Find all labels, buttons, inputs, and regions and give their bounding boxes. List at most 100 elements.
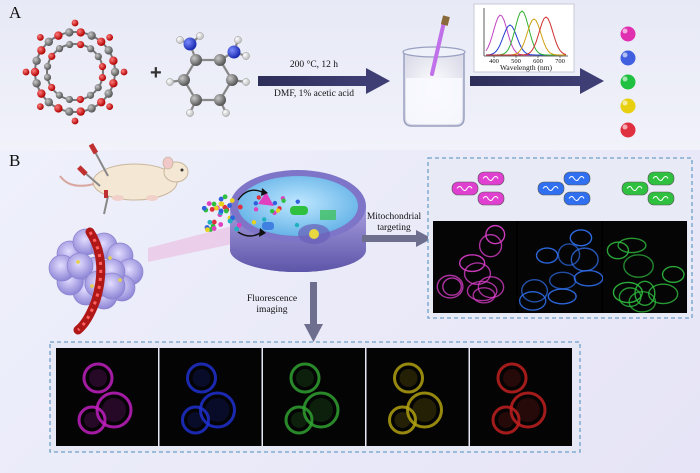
mito-cell <box>569 229 593 247</box>
atom <box>86 91 95 99</box>
atom <box>71 19 79 27</box>
cell-image-panel <box>159 348 262 446</box>
carbon-dot-colors <box>620 26 636 138</box>
mito-cell <box>436 274 464 299</box>
spectrum-curve <box>486 16 567 56</box>
atom <box>43 73 52 81</box>
carbon-dot <box>620 74 636 90</box>
atom <box>94 52 102 61</box>
atom <box>104 46 113 55</box>
carbon-dot <box>620 122 636 138</box>
cell-outline <box>302 391 340 429</box>
cell-outline <box>388 405 417 435</box>
cell-outline <box>82 362 114 394</box>
atom <box>22 68 30 76</box>
mitochondrion-icon <box>477 171 505 186</box>
atom <box>37 89 46 98</box>
mitochondrion-icon <box>647 191 675 206</box>
spectrum-tick-label: 600 <box>533 58 543 65</box>
mito-cell <box>617 237 647 254</box>
atom <box>66 40 74 49</box>
mito-cell <box>548 271 577 290</box>
cell-outline <box>77 405 107 435</box>
cell-outline <box>496 362 528 394</box>
mito-cell <box>485 224 506 245</box>
mito-cell <box>478 233 503 258</box>
arrow-mito <box>362 230 432 247</box>
mito-cell <box>634 280 656 307</box>
mito-cell <box>557 243 581 266</box>
atom <box>76 28 85 37</box>
mito-cell <box>466 280 498 302</box>
dot <box>213 205 219 211</box>
dot <box>236 222 242 228</box>
atom <box>55 45 64 53</box>
mito-cell <box>521 279 549 303</box>
mito-cell <box>535 247 559 264</box>
mito-cell <box>570 247 599 272</box>
atom <box>65 28 74 37</box>
spectrum-tick-label: 500 <box>511 58 521 65</box>
atom <box>32 56 41 65</box>
carbon-dots-uptake <box>201 194 243 233</box>
dot <box>237 204 243 210</box>
plus-sign: + <box>150 62 162 84</box>
cell-image-panel <box>470 348 572 446</box>
cell-outline <box>491 405 521 435</box>
atom <box>87 31 96 40</box>
mito-image <box>518 221 601 313</box>
dot <box>211 219 217 225</box>
carbon-dot <box>620 98 636 114</box>
fluorescence-imaging-label: Fluorescence imaging <box>236 294 308 316</box>
cell-illustration <box>230 170 366 272</box>
spectrum-tick-label: 700 <box>555 58 565 65</box>
fluor-label-line2: imaging <box>256 305 288 315</box>
cell-outline <box>509 391 547 429</box>
atom <box>44 98 54 107</box>
product-arrow <box>470 68 604 94</box>
mito-cell <box>661 265 685 284</box>
mitochondrion-icon <box>537 181 565 196</box>
dot <box>256 195 262 200</box>
atom <box>98 63 107 71</box>
macrocycle-molecule <box>22 19 128 125</box>
reaction-condition-top: 200 °C, 12 h <box>289 60 339 70</box>
beaker <box>402 15 466 127</box>
dot <box>201 205 207 211</box>
atom <box>48 83 56 92</box>
atom <box>98 73 107 82</box>
mito-label-line2: targeting <box>377 223 411 233</box>
spectrum-tick-label: 400 <box>489 58 499 65</box>
dot <box>218 196 224 202</box>
dot <box>269 208 275 214</box>
mito-cell <box>612 281 643 304</box>
cell-outline <box>406 391 443 429</box>
mitochondrion-icon <box>563 171 591 186</box>
atom <box>87 104 96 113</box>
dot <box>219 201 225 207</box>
atom <box>44 37 54 46</box>
dot <box>229 198 235 203</box>
atom <box>76 95 84 104</box>
cell-outline <box>393 362 424 394</box>
dot <box>227 218 233 224</box>
dot <box>251 220 257 225</box>
atom <box>96 98 106 107</box>
mito-cell <box>647 283 679 305</box>
atom <box>104 89 113 98</box>
cell-outline <box>181 405 210 435</box>
atom <box>76 40 85 49</box>
fluor-label-line1: Fluorescence <box>246 294 298 304</box>
atom <box>109 79 118 88</box>
dot <box>295 199 300 204</box>
dot <box>294 222 300 228</box>
dot <box>234 226 240 232</box>
atom <box>65 107 74 116</box>
dot <box>262 217 267 222</box>
mito-cell <box>606 241 630 260</box>
imaging-strip <box>49 341 581 453</box>
dot <box>275 208 281 213</box>
dot <box>207 219 213 225</box>
